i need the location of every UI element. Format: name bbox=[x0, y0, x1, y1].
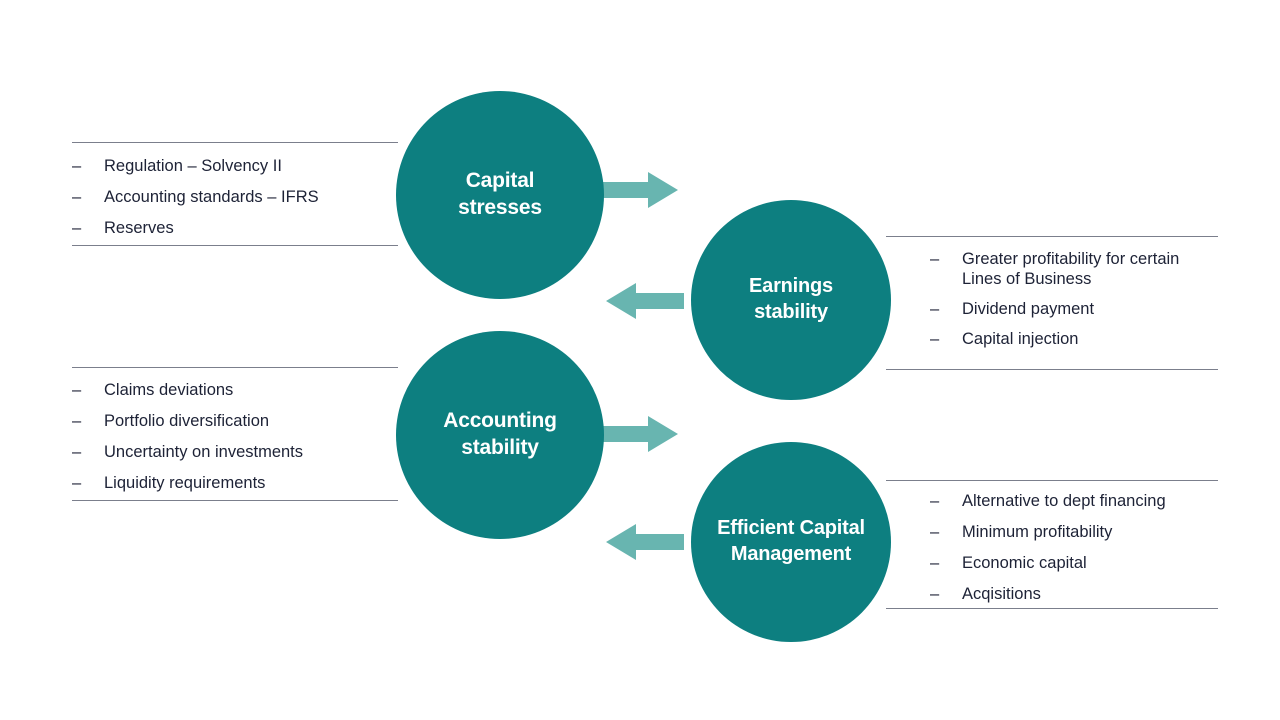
list-item: – Alternative to dept financing bbox=[930, 491, 1218, 511]
node-label: Accounting stability bbox=[443, 409, 557, 459]
divider-line-bottom bbox=[72, 245, 398, 246]
divider-line-top bbox=[886, 480, 1218, 481]
list-item-label: Greater profitability for certain Lines … bbox=[962, 250, 1180, 289]
list-item-label: Regulation – Solvency II bbox=[104, 157, 282, 175]
list-item: – Minimum profitability bbox=[930, 522, 1218, 542]
list-item-label: Reserves bbox=[104, 219, 174, 238]
divider-line-top bbox=[886, 236, 1218, 237]
bullet-list-efficient-capital-management: – Alternative to dept financing – Minimu… bbox=[930, 491, 1218, 616]
list-item: – Reserves bbox=[72, 218, 398, 238]
bullet-dash: – bbox=[72, 412, 82, 431]
list-item: – Liquidity requirements bbox=[72, 473, 398, 493]
list-item: – Portfolio diversification bbox=[72, 411, 398, 431]
bullet-dash: – bbox=[72, 157, 82, 175]
node-earnings-stability[interactable]: Earnings stability bbox=[691, 200, 891, 400]
list-block-accounting-stability: – Claims deviations – Portfolio diversif… bbox=[72, 367, 398, 501]
arrow-right-capital-to-earnings-icon bbox=[600, 170, 678, 210]
list-item-label: Acqisitions bbox=[962, 585, 1041, 604]
bullet-dash: – bbox=[72, 188, 82, 207]
list-item-label: Minimum profitability bbox=[962, 523, 1113, 542]
bullet-dash: – bbox=[930, 330, 940, 349]
list-item-label: Uncertainty on investments bbox=[104, 443, 304, 462]
list-item-label: Accounting standards – IFRS bbox=[104, 188, 319, 207]
list-item-label: Economic capital bbox=[962, 554, 1087, 573]
bullet-dash: – bbox=[930, 300, 940, 319]
bullet-dash: – bbox=[930, 585, 940, 604]
node-accounting-stability[interactable]: Accounting stability bbox=[396, 331, 604, 539]
bullet-list-capital-stresses: – Regulation – Solvency II – Accounting … bbox=[72, 156, 398, 249]
list-item-label: Alternative to dept financing bbox=[962, 492, 1166, 510]
list-item-label: Portfolio diversification bbox=[104, 412, 270, 431]
node-efficient-capital-management[interactable]: Efficient Capital Management bbox=[691, 442, 891, 642]
arrow-left-earnings-to-capital-icon bbox=[606, 281, 684, 321]
list-item-label: Capital injection bbox=[962, 330, 1079, 349]
list-item: – Economic capital bbox=[930, 553, 1218, 573]
list-item: – Greater profitability for certain Line… bbox=[930, 249, 1218, 289]
divider-line-bottom bbox=[886, 369, 1218, 370]
list-item: – Claims deviations bbox=[72, 380, 398, 400]
list-item: – Regulation – Solvency II bbox=[72, 156, 398, 176]
divider-line-top bbox=[72, 142, 398, 143]
list-item: – Dividend payment bbox=[930, 299, 1218, 319]
node-label: Efficient Capital Management bbox=[717, 517, 865, 565]
bullet-dash: – bbox=[72, 443, 82, 462]
bullet-dash: – bbox=[72, 381, 82, 399]
node-label: Capital stresses bbox=[458, 169, 542, 219]
bullet-dash: – bbox=[930, 554, 940, 573]
bullet-dash: – bbox=[72, 219, 82, 238]
list-item-label: Claims deviations bbox=[104, 381, 234, 399]
bullet-list-earnings-stability: – Greater profitability for certain Line… bbox=[930, 249, 1218, 360]
list-block-capital-stresses: – Regulation – Solvency II – Accounting … bbox=[72, 142, 398, 246]
list-block-earnings-stability: – Greater profitability for certain Line… bbox=[886, 236, 1218, 370]
list-item-label: Dividend payment bbox=[962, 300, 1095, 319]
bullet-dash: – bbox=[72, 474, 82, 493]
node-capital-stresses[interactable]: Capital stresses bbox=[396, 91, 604, 299]
node-label: Earnings stability bbox=[749, 275, 833, 323]
divider-line-bottom bbox=[72, 500, 398, 501]
bullet-dash: – bbox=[930, 250, 940, 268]
bullet-dash: – bbox=[930, 523, 940, 542]
list-item: – Accounting standards – IFRS bbox=[72, 187, 398, 207]
list-item: – Acqisitions bbox=[930, 584, 1218, 604]
list-block-efficient-capital-management: – Alternative to dept financing – Minimu… bbox=[886, 480, 1218, 609]
divider-line-bottom bbox=[886, 608, 1218, 609]
bullet-list-accounting-stability: – Claims deviations – Portfolio diversif… bbox=[72, 380, 398, 505]
list-item: – Capital injection bbox=[930, 329, 1218, 349]
bullet-dash: – bbox=[930, 492, 940, 510]
arrow-right-accounting-to-efficient-icon bbox=[600, 414, 678, 454]
divider-line-top bbox=[72, 367, 398, 368]
list-item-label: Liquidity requirements bbox=[104, 474, 266, 493]
arrow-left-efficient-to-accounting-icon bbox=[606, 522, 684, 562]
list-item: – Uncertainty on investments bbox=[72, 442, 398, 462]
